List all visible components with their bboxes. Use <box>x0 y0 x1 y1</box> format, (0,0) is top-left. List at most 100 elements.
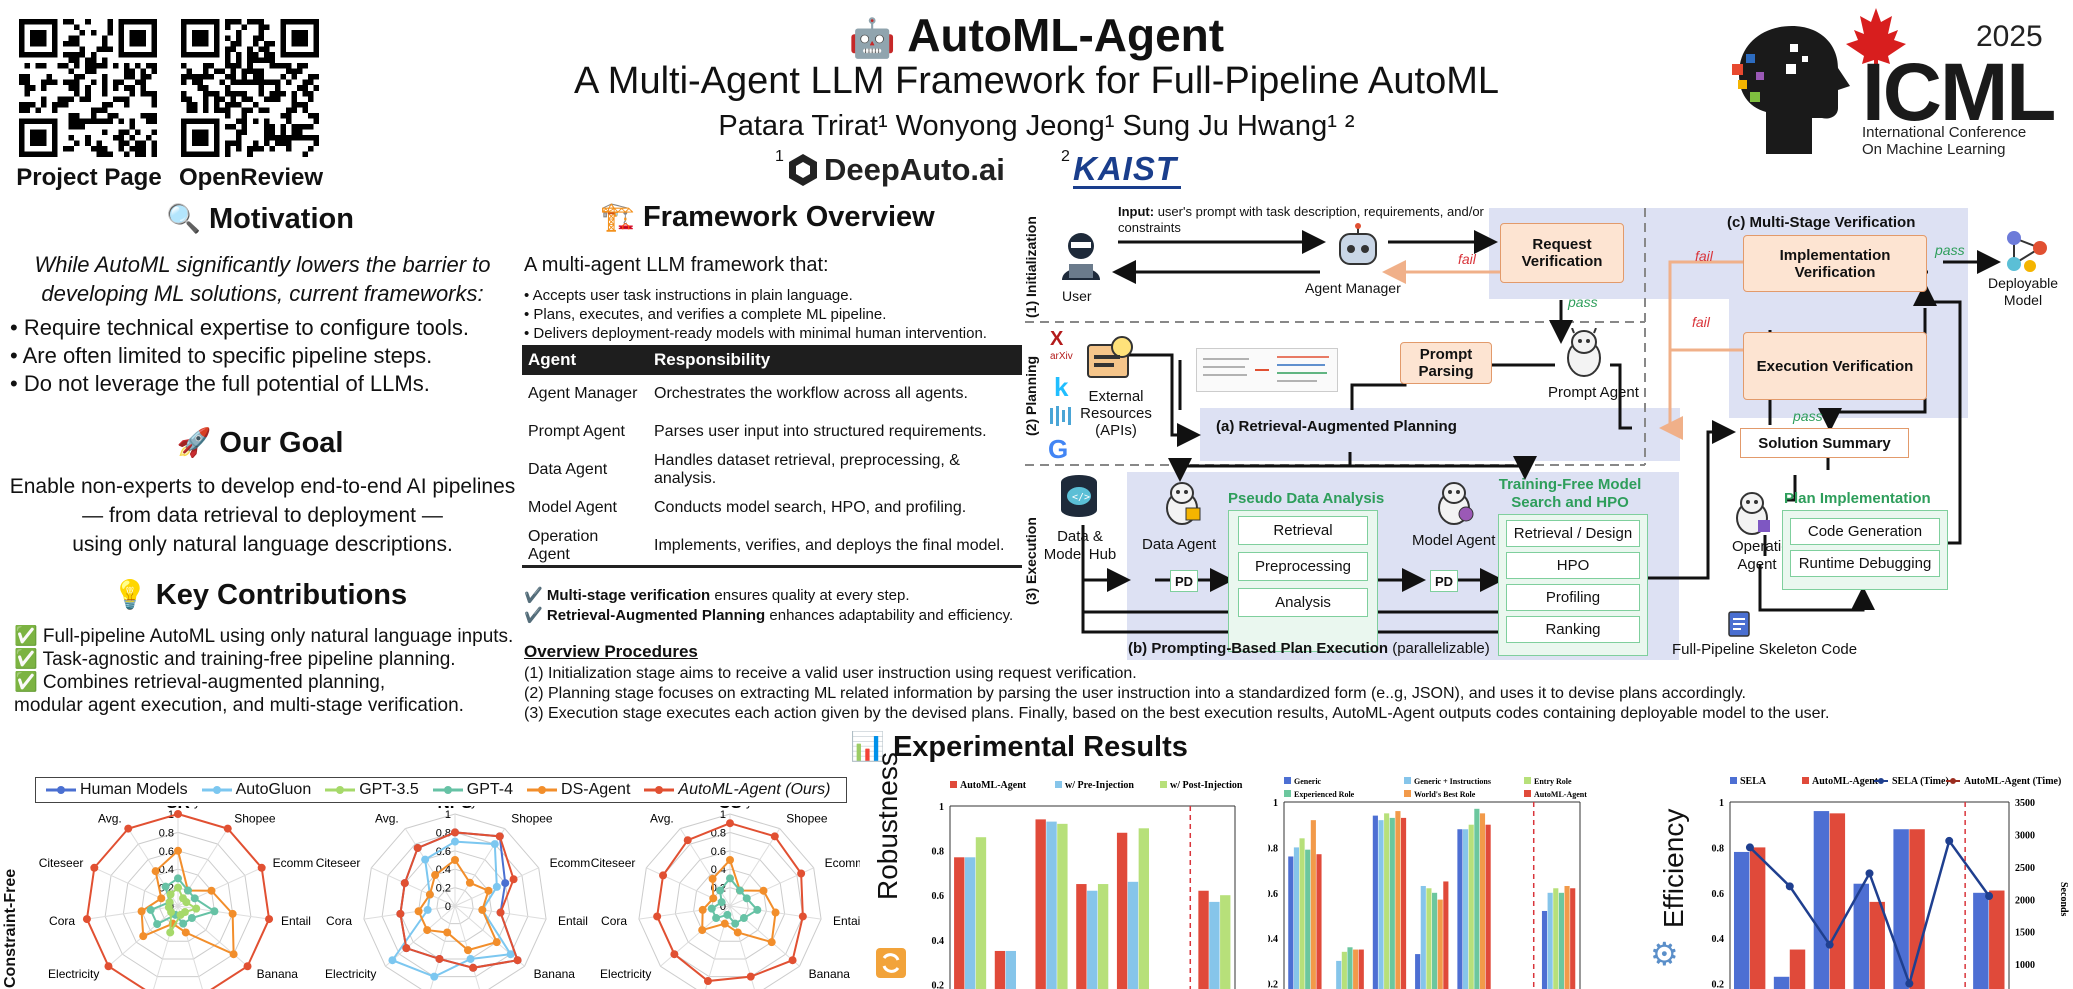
radar-point <box>463 946 472 955</box>
radar-spoke <box>404 828 456 907</box>
legend-swatch <box>1524 790 1531 797</box>
pd-box: PD <box>1430 570 1458 592</box>
radar-point <box>181 928 190 937</box>
radar-axis-label: Shopee <box>234 812 276 826</box>
legend-label: AutoML-Agent (Time) <box>1964 776 2061 787</box>
y-tick-label: 1 <box>1273 798 1278 809</box>
prompt-agent-icon <box>1560 327 1608 383</box>
radar-tick-label: 1 <box>168 809 174 821</box>
execution-verification-box: Execution Verification <box>1743 332 1927 400</box>
chart-icon: 📊 <box>850 731 885 762</box>
legend-label: AutoML-Agent <box>1812 776 1879 787</box>
radar-point <box>153 920 162 929</box>
radar-point <box>726 874 734 883</box>
bar <box>1378 820 1384 989</box>
skeleton-code-label: Full-Pipeline Skeleton Code <box>1672 641 1858 658</box>
y-tick-label: 0.6 <box>1268 889 1278 900</box>
pass-label: pass <box>1568 294 1598 310</box>
radar-point <box>753 905 762 914</box>
legend-swatch <box>1160 781 1167 788</box>
radar-tick-label: 0 <box>720 901 726 913</box>
radar-tick-label: 1 <box>720 809 726 821</box>
procedures-heading: Overview Procedures <box>524 642 698 661</box>
bar <box>1087 890 1098 989</box>
legend-swatch <box>1404 777 1411 784</box>
y-tick-label: 0.2 <box>932 980 945 989</box>
legend-item: DS-Agent <box>527 781 630 799</box>
pda-item-analysis: Analysis <box>1238 588 1368 617</box>
fail-label: fail <box>1692 314 1710 330</box>
radar-point <box>165 898 174 907</box>
data-model-hub-label: Data & Model Hub <box>1043 528 1117 563</box>
legend-label: AutoML-Agent <box>960 780 1027 791</box>
crane-icon: 🏗️ <box>600 201 635 232</box>
external-resources-icon <box>1086 335 1142 386</box>
legend-swatch <box>950 781 957 788</box>
radar-point <box>670 950 679 959</box>
radar-spoke <box>86 905 179 920</box>
radar-axis-label: Entail <box>281 914 311 928</box>
motivation-list: • Require technical expertise to configu… <box>10 314 469 398</box>
radar-point <box>496 908 505 917</box>
y-tick-label: 0.4 <box>1712 934 1725 945</box>
poster-title: 🤖 AutoML-Agent <box>0 8 2073 62</box>
radar-tick-label: 0.6 <box>711 846 726 858</box>
radar-grid <box>638 813 822 989</box>
bar <box>1909 829 1925 989</box>
radar-point <box>151 867 160 876</box>
google-logo-icon: G <box>1048 434 1069 464</box>
qr-code-openreview[interactable] <box>181 19 319 157</box>
radar-axis-label: Electricity <box>600 967 651 981</box>
stage-label-planning: (2) Planning <box>1023 355 1039 436</box>
bar <box>1400 817 1407 989</box>
tf-item-ranking: Ranking <box>1506 616 1640 643</box>
radar-point <box>720 919 729 928</box>
radar-point <box>430 972 439 981</box>
legend-swatch <box>325 786 356 794</box>
radar-tick-label: 0.2 <box>436 883 451 895</box>
radar-axis-label: Citeseer <box>39 856 84 870</box>
radar-axis-label: Banana <box>257 967 299 981</box>
radar-point <box>708 874 717 883</box>
legend-swatch <box>1524 777 1531 784</box>
radar-point <box>396 909 405 918</box>
authors: Patara Trirat¹ Wonyong Jeong¹ Sung Ju Hw… <box>718 110 1355 142</box>
time-point <box>1745 843 1754 852</box>
legend-item: GPT-4 <box>432 781 513 799</box>
radar-point <box>509 875 518 884</box>
affil2-mark: 2 <box>1061 148 1070 165</box>
radar-axis-label: Entail <box>833 914 860 928</box>
radar-point <box>443 928 452 937</box>
bar <box>1336 960 1342 989</box>
qr-code-project-page[interactable] <box>19 19 157 157</box>
radar-point <box>484 886 493 895</box>
radar-point <box>707 904 716 913</box>
legend-swatch <box>1404 790 1411 797</box>
bar <box>1869 901 1885 989</box>
radar-series-line <box>85 812 271 989</box>
input-description: Input: user's prompt with task descripti… <box>1118 204 1484 235</box>
motivation-heading: 🔍 Motivation <box>166 203 354 235</box>
radar-point <box>423 926 432 935</box>
radar-point <box>709 894 718 903</box>
legend-label: World's Best Role <box>1414 790 1476 799</box>
time-point <box>1785 882 1794 891</box>
bar <box>1893 829 1909 989</box>
pd-box: PD <box>1170 570 1198 592</box>
radar-title: NPS <box>438 806 473 812</box>
radar-tick-label: 0.8 <box>159 827 174 839</box>
radar-tick-label: 0.4 <box>159 864 174 876</box>
radar-point <box>712 914 721 923</box>
radar-series-line <box>399 831 519 969</box>
y2-tick-label: 1000 <box>2015 960 2035 971</box>
deepauto-logo-icon <box>786 152 820 193</box>
bar <box>1420 885 1426 989</box>
legend-swatch <box>201 786 232 794</box>
legend-swatch <box>644 786 675 794</box>
bar <box>1457 829 1463 989</box>
fail-label: fail <box>1695 248 1713 264</box>
radar-point <box>243 962 252 971</box>
radar-point <box>425 890 434 899</box>
radar-grid <box>381 831 529 978</box>
